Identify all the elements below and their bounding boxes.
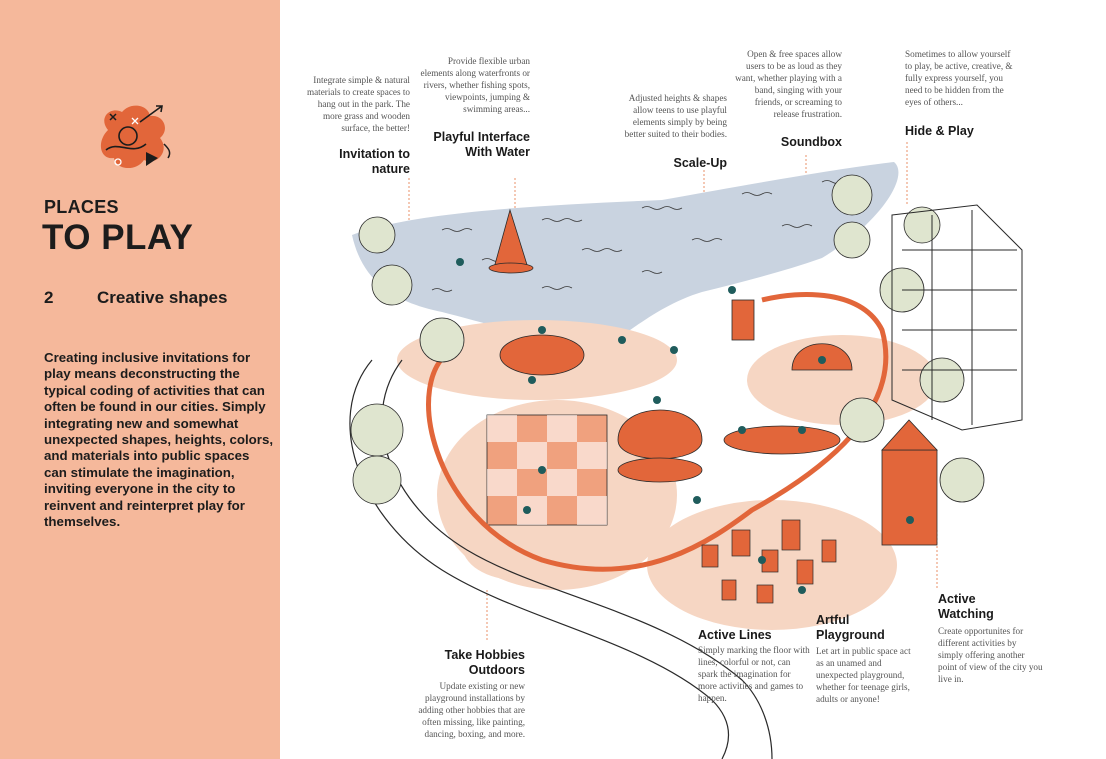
people-figures	[456, 258, 914, 594]
page-title: TO PLAY	[42, 218, 194, 257]
water-title: Playful Interface With Water	[433, 130, 530, 159]
lines-description: Simply marking the floor with lines, col…	[698, 645, 810, 703]
nature-description: Integrate simple & natural materials to …	[306, 75, 410, 133]
scaleup-title: Scale-Up	[673, 156, 728, 170]
play-logo-icon	[100, 105, 171, 169]
hide-title: Hide & Play	[905, 124, 974, 138]
nature-title: Invitation to nature	[339, 147, 410, 176]
section-number: 2	[44, 288, 54, 307]
section-title: Creative shapes	[97, 288, 228, 307]
artful-description: Let art in public space act as an unamed…	[816, 646, 911, 704]
play-structures	[488, 208, 938, 546]
art-pillars	[701, 519, 837, 604]
lines-title: Active Lines	[698, 628, 772, 642]
rail-line	[426, 291, 889, 572]
watching-title: Active Watching	[938, 592, 994, 621]
sidebar-panel: PLACES TO PLAY 2 Creative shapes Creatin…	[0, 0, 280, 759]
hide-description: Sometimes to allow yourself to play, be …	[905, 49, 1013, 107]
water-description: Provide flexible urban elements along wa…	[420, 56, 530, 114]
building	[891, 204, 1023, 431]
trees	[350, 174, 985, 505]
hobbies-title: Take Hobbies Outdoors	[444, 648, 525, 677]
soundbox-title: Soundbox	[780, 135, 842, 149]
section-kicker: PLACES	[44, 197, 119, 217]
artful-title: Artful Playground	[816, 613, 885, 642]
walking-path	[349, 359, 730, 759]
checker-grid	[486, 414, 608, 526]
playground-illustration	[349, 142, 1023, 759]
waterfront	[352, 162, 899, 342]
hobbies-description: Update existing or new playground instal…	[418, 681, 525, 739]
watching-description: Create opportunites for different activi…	[938, 626, 1043, 684]
soundbox-description: Open & free spaces allow users to be as …	[735, 49, 842, 119]
scaleup-description: Adjusted heights & shapes allow teens to…	[624, 93, 727, 139]
intro-paragraph: Creating inclusive invitations for play …	[44, 350, 274, 530]
